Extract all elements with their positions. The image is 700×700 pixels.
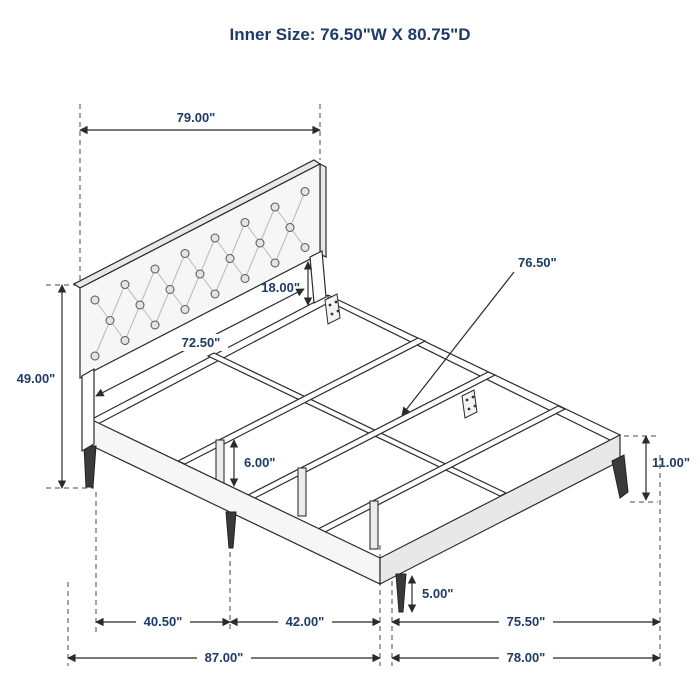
- mounting-bracket: [461, 389, 478, 419]
- head-left-leg: [83, 445, 97, 488]
- foot-left-leg: [395, 573, 407, 613]
- foot-right-leg: [611, 454, 629, 499]
- headboard: [72, 159, 478, 453]
- extension-lines: [46, 104, 661, 666]
- dim-overall-depth-label: 87.00": [205, 650, 244, 665]
- dim-headboard-height-label: 49.00": [17, 371, 56, 386]
- inner-size-title: Inner Size: 76.50"W X 80.75"D: [230, 25, 471, 44]
- headboard-left-post: [81, 367, 95, 453]
- dim-frame-depth-label: 78.00": [507, 650, 546, 665]
- dim-headboard-above-rail-label: 18.00": [261, 280, 300, 295]
- dim-foot-leg-label: 5.00": [422, 586, 453, 601]
- headboard-right-post: [309, 250, 327, 304]
- front-center-leg: [225, 511, 237, 549]
- center-support-leg: [297, 467, 307, 517]
- right-rail: [327, 294, 621, 436]
- dim-inner-width-leader: [401, 271, 515, 416]
- dim-leg-span-foot-label: 75.50": [507, 614, 546, 629]
- center-support-leg: [369, 500, 379, 550]
- dim-leg-span-mid-label: 42.00": [286, 614, 325, 629]
- foot-rail: [379, 434, 621, 585]
- headboard-side-edge: [319, 163, 327, 258]
- dim-inner-headboard-width-label: 72.50": [182, 335, 221, 350]
- mounting-bracket: [324, 293, 341, 325]
- dim-inner-width-label: 76.50": [518, 255, 557, 270]
- dim-rail-height-label: 11.00": [652, 455, 690, 470]
- dim-center-leg-label: 6.00": [244, 455, 275, 470]
- dim-headboard-width-label: 79.00": [177, 110, 216, 125]
- bed-frame: [83, 294, 629, 613]
- dimension-annotations: 79.00" 49.00" 72.50" 18.00" 76.50" 6.00"…: [17, 110, 690, 666]
- center-support-leg: [215, 439, 225, 487]
- dim-leg-span-head-label: 40.50": [144, 614, 183, 629]
